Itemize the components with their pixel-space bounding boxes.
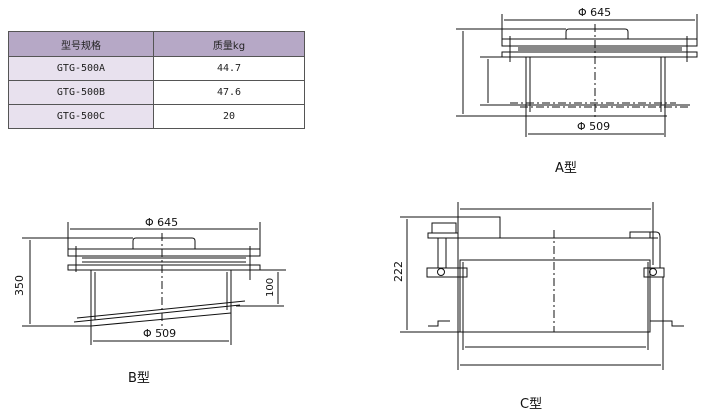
table-header-row: 型号规格 质量kg [8,31,305,57]
dim-label-645: Φ 645 [578,6,611,19]
dim-label-222: 222 [392,261,405,282]
lid-plate [501,38,698,47]
dim-label-509: Φ 509 [577,120,610,133]
flange-plate [501,51,698,58]
dim-label-645: Φ 645 [145,216,178,229]
caption-b: B型 [128,371,150,386]
spec-table: 型号规格 质量kg GTG-500A 44.7 GTG-500B 47.6 GT… [8,31,305,129]
handle [565,28,629,39]
handle [132,237,196,249]
cell-mass: 44.7 [153,56,305,81]
latch-bracket-right [643,267,665,278]
latch-bracket [426,267,468,278]
caption-a: A型 [555,161,577,176]
table-row: GTG-500A 44.7 [8,56,305,81]
cell-model: GTG-500C [8,104,154,129]
header-model: 型号规格 [8,31,154,57]
drawing-c: 222 C型 [392,202,684,412]
dim-label-509: Φ 509 [143,327,176,340]
cell-model: GTG-500A [8,56,154,81]
knob [431,222,457,234]
cell-mass: 47.6 [153,80,305,105]
header-mass: 质量kg [153,31,305,57]
table-row: GTG-500B 47.6 [8,80,305,105]
cell-model: GTG-500B [8,80,154,105]
caption-c: C型 [520,397,542,412]
flange-plate [67,264,261,271]
drawing-b: Φ 645 350 100 Φ 509 B型 [13,216,286,386]
dim-label-100: 100 [265,278,276,297]
dim-label-350: 350 [13,275,26,296]
hinge-block [457,216,501,239]
table-row: GTG-500C 20 [8,104,305,129]
drawing-a: Φ 645 Φ 509 A型 [456,6,698,176]
lid-plate [67,248,261,257]
body [459,259,651,333]
cell-mass: 20 [153,104,305,129]
